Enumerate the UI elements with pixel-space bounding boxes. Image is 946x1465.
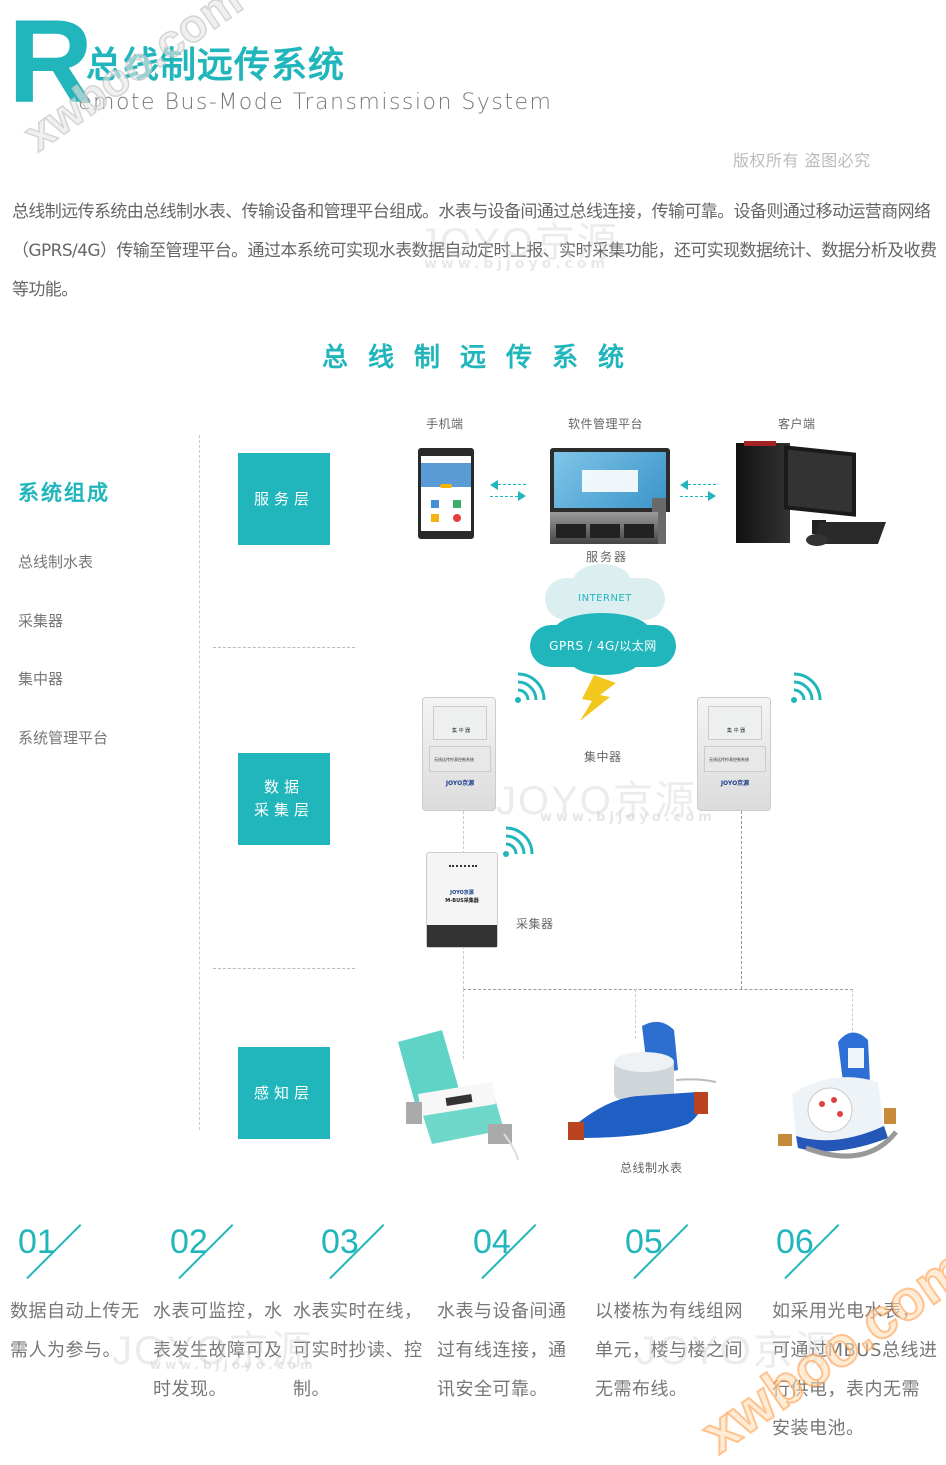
watermark-brand-footer-right: JOYO京源 xyxy=(636,1329,837,1373)
layer-service: 服务层 xyxy=(238,453,330,545)
label-platform: 软件管理平台 xyxy=(568,417,644,431)
feature-number: 03 xyxy=(321,1223,359,1261)
feature-number: 05 xyxy=(625,1223,663,1261)
sidebar-divider xyxy=(199,435,200,1130)
logo-initial: R xyxy=(8,0,94,128)
feature-number: 02 xyxy=(170,1223,208,1261)
feature-text: 水表与设备间通过有线连接，通讯安全可靠。 xyxy=(437,1301,567,1400)
feature-item: 01 数据自动上传无需人为参与。 xyxy=(10,1222,158,1361)
connector-line xyxy=(741,811,742,989)
page-title: 总线制远传系统 xyxy=(86,45,346,86)
concentrator-image: 集 中 器 无线远传抄表控制系统 JOYO京源 xyxy=(422,697,496,811)
feature-text: 水表可监控，水表发生故障可及时发现。 xyxy=(153,1301,283,1400)
watermark-brand-intro: JOYO京源 xyxy=(418,221,619,265)
network-label: GPRS / 4G/以太网 xyxy=(549,639,657,653)
label-client: 客户端 xyxy=(778,417,816,431)
feature-text: 如采用光电水表，可通过MBUS总线进行供电，表内无需安装电池。 xyxy=(772,1301,938,1439)
connector-line xyxy=(852,989,853,1031)
label-collector: 采集器 xyxy=(516,917,554,931)
feature-number: 04 xyxy=(473,1223,511,1261)
concentrator-screen-text: 集 中 器 xyxy=(452,728,471,734)
pc-monitor-image xyxy=(784,445,856,517)
label-concentrator: 集中器 xyxy=(584,750,622,764)
watermark-url-footer: www.bjjoyo.com xyxy=(150,1358,317,1372)
concentrator-panel-text: 无线远传抄表控制系统 xyxy=(709,757,749,762)
page-subtitle: emote Bus-Mode Transmission System xyxy=(78,90,553,115)
wifi-signal-icon xyxy=(791,672,822,703)
server-image xyxy=(550,512,658,544)
layer-divider-2 xyxy=(213,968,355,969)
watermark-url-intro: www.bjjoyo.com xyxy=(424,256,610,272)
watermark-brand-footer: JOYO京源 xyxy=(112,1329,313,1373)
layer-data-collection-label-1: 数据 xyxy=(263,778,304,796)
bus-line xyxy=(463,989,853,990)
concentrator-panel-text: 无线远传抄表控制系统 xyxy=(434,757,474,762)
lightning-icon xyxy=(580,675,616,721)
mouse-image xyxy=(806,534,828,546)
concentrator-screen-text: 集 中 器 xyxy=(727,728,746,734)
copyright-notice: 版权所有 盗图必究 xyxy=(733,151,871,170)
collector-model: M-BUS采集器 xyxy=(445,898,479,904)
feature-item: 05 以楼栋为有线组网单元，楼与楼之间无需布线。 xyxy=(595,1222,765,1400)
water-meter-green-image xyxy=(398,1030,519,1160)
label-mobile: 手机端 xyxy=(426,417,464,431)
label-server: 服务器 xyxy=(586,550,629,564)
feature-item: 06 如采用光电水表，可通过MBUS总线进行供电，表内无需安装电池。 xyxy=(772,1222,937,1439)
feature-text: 数据自动上传无需人为参与。 xyxy=(10,1301,140,1361)
layer-divider-1 xyxy=(213,647,355,648)
feature-item: 02 水表可监控，水表发生故障可及时发现。 xyxy=(153,1222,310,1400)
watermark-url-diagram: www.bjjoyo.com xyxy=(540,810,716,825)
water-meter-white-image xyxy=(778,1032,898,1159)
bidirectional-arrow-icon xyxy=(680,480,720,502)
sidebar-item-platform: 系统管理平台 xyxy=(18,729,109,747)
wifi-signal-icon xyxy=(503,826,534,857)
diagram-title: 总线制远传系统 xyxy=(321,343,644,373)
connector-line xyxy=(635,989,636,1039)
feature-text: 以楼栋为有线组网单元，楼与楼之间无需布线。 xyxy=(595,1301,743,1400)
sidebar-item-collector: 采集器 xyxy=(18,612,64,630)
sidebar-item-concentrator: 集中器 xyxy=(18,670,64,688)
watermark-brand-diagram: JOYO京源 xyxy=(496,779,697,823)
sidebar-item-meter: 总线制水表 xyxy=(18,553,94,571)
concentrator-image: 集 中 器 无线远传抄表控制系统 JOYO京源 xyxy=(697,697,771,811)
internet-label: INTERNET xyxy=(578,593,632,604)
bidirectional-arrow-icon xyxy=(490,480,530,502)
layer-data-collection-label-2: 采集层 xyxy=(253,801,314,819)
collector-brand: JOYO京源 xyxy=(450,890,474,896)
water-meter-blue-image xyxy=(568,1021,717,1140)
platform-monitor-image xyxy=(550,448,670,512)
layer-perception-label: 感知层 xyxy=(253,1083,314,1102)
concentrator-brand: JOYO京源 xyxy=(445,780,475,787)
intro-paragraph: 总线制远传系统由总线制水表、传输设备和管理平台组成。水表与设备间通过总线连接，传… xyxy=(12,202,937,300)
feature-item: 04 水表与设备间通过有线连接，通讯安全可靠。 xyxy=(437,1222,613,1400)
feature-text: 水表实时在线，可实时抄读、控制。 xyxy=(293,1301,423,1400)
pc-tower-image xyxy=(736,441,790,543)
wifi-signal-icon xyxy=(515,672,546,703)
connector-line xyxy=(463,989,464,1059)
network-cloud: GPRS / 4G/以太网 xyxy=(530,613,676,675)
concentrator-brand: JOYO京源 xyxy=(720,780,750,787)
mobile-phone-image xyxy=(418,448,474,539)
layer-perception: 感知层 xyxy=(238,1047,330,1139)
layer-service-label: 服务层 xyxy=(253,489,314,508)
layer-data-collection: 数据 采集层 xyxy=(238,753,330,845)
sidebar-title: 系统组成 xyxy=(18,481,110,505)
label-meters: 总线制水表 xyxy=(620,1161,683,1175)
feature-number: 01 xyxy=(18,1223,56,1261)
feature-item: 03 水表实时在线，可实时抄读、控制。 xyxy=(293,1222,461,1400)
collector-image: JOYO京源 M-BUS采集器 xyxy=(426,852,498,948)
